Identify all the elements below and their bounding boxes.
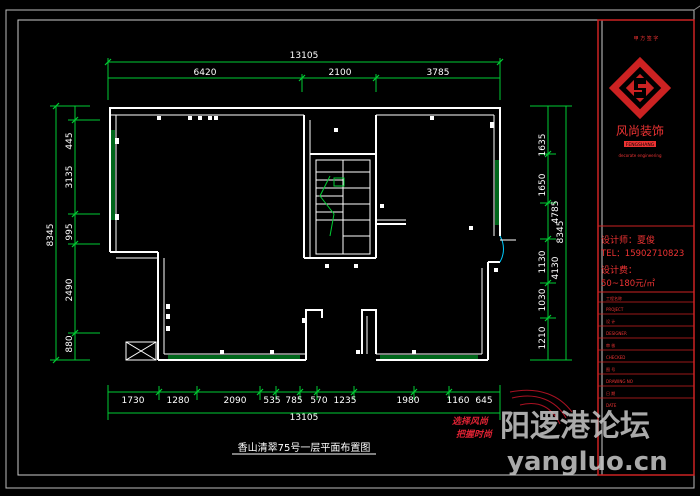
dim-bottom-2: 1280 xyxy=(167,396,190,406)
drawing-title: 香山清翠75号一层平面布置图 xyxy=(238,441,371,454)
dim-bottom-total: 13105 xyxy=(290,413,319,423)
walls xyxy=(109,107,501,361)
dim-bottom-3: 2090 xyxy=(224,396,247,406)
watermark-forum: 阳逻港论坛 xyxy=(500,409,650,444)
dim-right-4: 1030 xyxy=(538,288,548,311)
dim-bottom-10: 645 xyxy=(475,396,492,406)
tb-row-9: 日 期 xyxy=(606,390,615,396)
dim-bottom-7: 1235 xyxy=(334,396,357,406)
dim-left-3: 995 xyxy=(65,223,75,240)
dim-left-2: 3135 xyxy=(65,166,75,189)
watermark-url: yangluo.cn xyxy=(507,447,668,477)
dim-left-1: 445 xyxy=(65,132,75,149)
fixture-symbols xyxy=(115,116,498,354)
dim-bottom-1: 1730 xyxy=(122,396,145,406)
tb-row-1: 工程名称 xyxy=(606,295,622,301)
tel-line: TEL：15902710823 xyxy=(600,249,684,259)
watermark: 选择风尚 把握时尚 阳逻港论坛 yangluo.cn xyxy=(452,389,668,477)
tb-row-10: DATE xyxy=(606,403,617,408)
dim-bottom-5: 785 xyxy=(285,396,302,406)
dim-bottom-4: 535 xyxy=(263,396,280,406)
watermark-swoosh xyxy=(509,389,573,425)
tb-row-3: 设 计 xyxy=(606,318,615,324)
owner-sign-label: 甲 方 签 字 xyxy=(634,35,659,42)
dim-bottom-6: 570 xyxy=(310,396,327,406)
dim-bottom-9: 1160 xyxy=(447,396,470,406)
dim-top-2: 2100 xyxy=(329,68,352,78)
company-name: 风尚装饰 xyxy=(616,124,664,138)
dim-right-5: 1210 xyxy=(538,326,548,349)
tb-row-4: DESIGNER xyxy=(606,331,627,336)
tb-row-8: DRAWING NO xyxy=(606,379,633,384)
staircase xyxy=(315,159,371,255)
company-sub2: decorate engineering xyxy=(619,153,662,158)
dim-top-total: 13105 xyxy=(290,51,319,61)
ac-unit-box xyxy=(125,341,157,361)
watermark-slogan-1: 选择风尚 xyxy=(452,416,489,427)
inner-border xyxy=(17,19,603,476)
dim-right-2: 1650 xyxy=(538,173,548,196)
company-sub-banner xyxy=(624,141,656,147)
tb-row-7: 图 号 xyxy=(606,366,615,372)
dim-right-3: 1130 xyxy=(538,250,548,273)
windows xyxy=(111,130,499,359)
watermark-slogan-2: 把握时尚 xyxy=(456,429,493,440)
dim-top-3: 3785 xyxy=(427,68,450,78)
dim-left-total: 8345 xyxy=(46,224,56,247)
dimension-texts: 13105 6420 2100 3785 1730 1280 2090 535 … xyxy=(46,51,566,423)
dim-right-inner-2: 4130 xyxy=(551,256,561,279)
title-block-frame xyxy=(597,19,695,476)
tb-row-5: 审 核 xyxy=(606,342,615,348)
fee-value: 50~180元/㎡ xyxy=(601,279,656,289)
door-swing xyxy=(499,235,516,263)
company-sub: FENGSHANG xyxy=(626,142,655,148)
title-block-rows: 工程名称 PROJECT 设 计 DESIGNER 审 核 CHECKED 图 … xyxy=(606,295,633,408)
dim-right-1: 1635 xyxy=(538,134,548,157)
dimension-lines xyxy=(50,58,572,420)
dim-bottom-8: 1980 xyxy=(397,396,420,406)
dimension-ticks xyxy=(52,58,552,396)
fee-label: 设计费： xyxy=(601,264,637,276)
dim-right-total: 8345 xyxy=(556,221,566,244)
dim-right-inner-1: 4785 xyxy=(551,201,561,224)
dim-top-1: 6420 xyxy=(194,68,217,78)
dim-left-5: 880 xyxy=(65,335,75,352)
tb-row-2: PROJECT xyxy=(606,307,624,312)
company-logo xyxy=(608,56,672,120)
dim-left-4: 2490 xyxy=(65,278,75,301)
title-block: 甲 方 签 字 风尚装饰 FENGSHANG decorate engineer… xyxy=(597,19,695,476)
designer-line: 设计师：夏俊 xyxy=(601,234,655,246)
tb-row-6: CHECKED xyxy=(606,355,625,360)
corner-mark xyxy=(693,5,700,11)
